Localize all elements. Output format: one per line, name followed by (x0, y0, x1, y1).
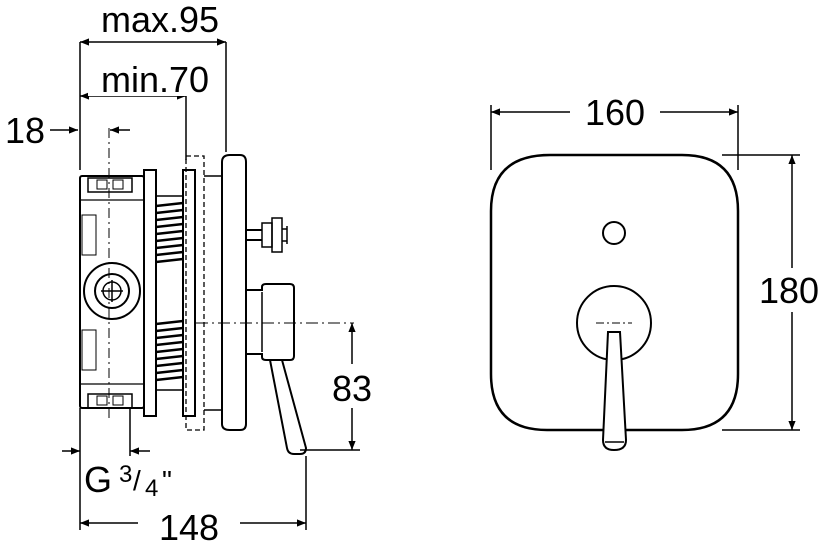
lever-handle (246, 283, 308, 455)
label-thread-denominator: 4 (145, 475, 158, 502)
valve-flanges (143, 155, 205, 431)
diverter-hole (602, 221, 626, 245)
dim-thread (62, 408, 150, 460)
diverter-knob (246, 217, 288, 253)
side-view (50, 38, 360, 530)
label-180: 180 (759, 270, 819, 311)
label-min-70: min.70 (101, 59, 209, 100)
label-thread-slash: / (133, 465, 141, 496)
label-83: 83 (332, 368, 372, 409)
front-view (489, 105, 800, 452)
cover-plate-profile (204, 154, 247, 431)
valve-body (79, 175, 145, 409)
label-160: 160 (585, 92, 645, 133)
dim-min-70 (80, 92, 187, 160)
front-cover-plate (489, 153, 740, 432)
label-thread-unit: " (162, 465, 172, 496)
label-thread: G 3 / 4 " (84, 459, 172, 502)
front-lever (601, 331, 628, 452)
label-thread-numerator: 3 (119, 461, 132, 488)
label-thread-prefix: G (84, 459, 112, 500)
label-148: 148 (159, 507, 219, 544)
label-max-95: max.95 (101, 0, 219, 40)
dim-max-95 (79, 38, 227, 170)
thread-hatching (155, 201, 184, 382)
label-18: 18 (5, 110, 45, 151)
